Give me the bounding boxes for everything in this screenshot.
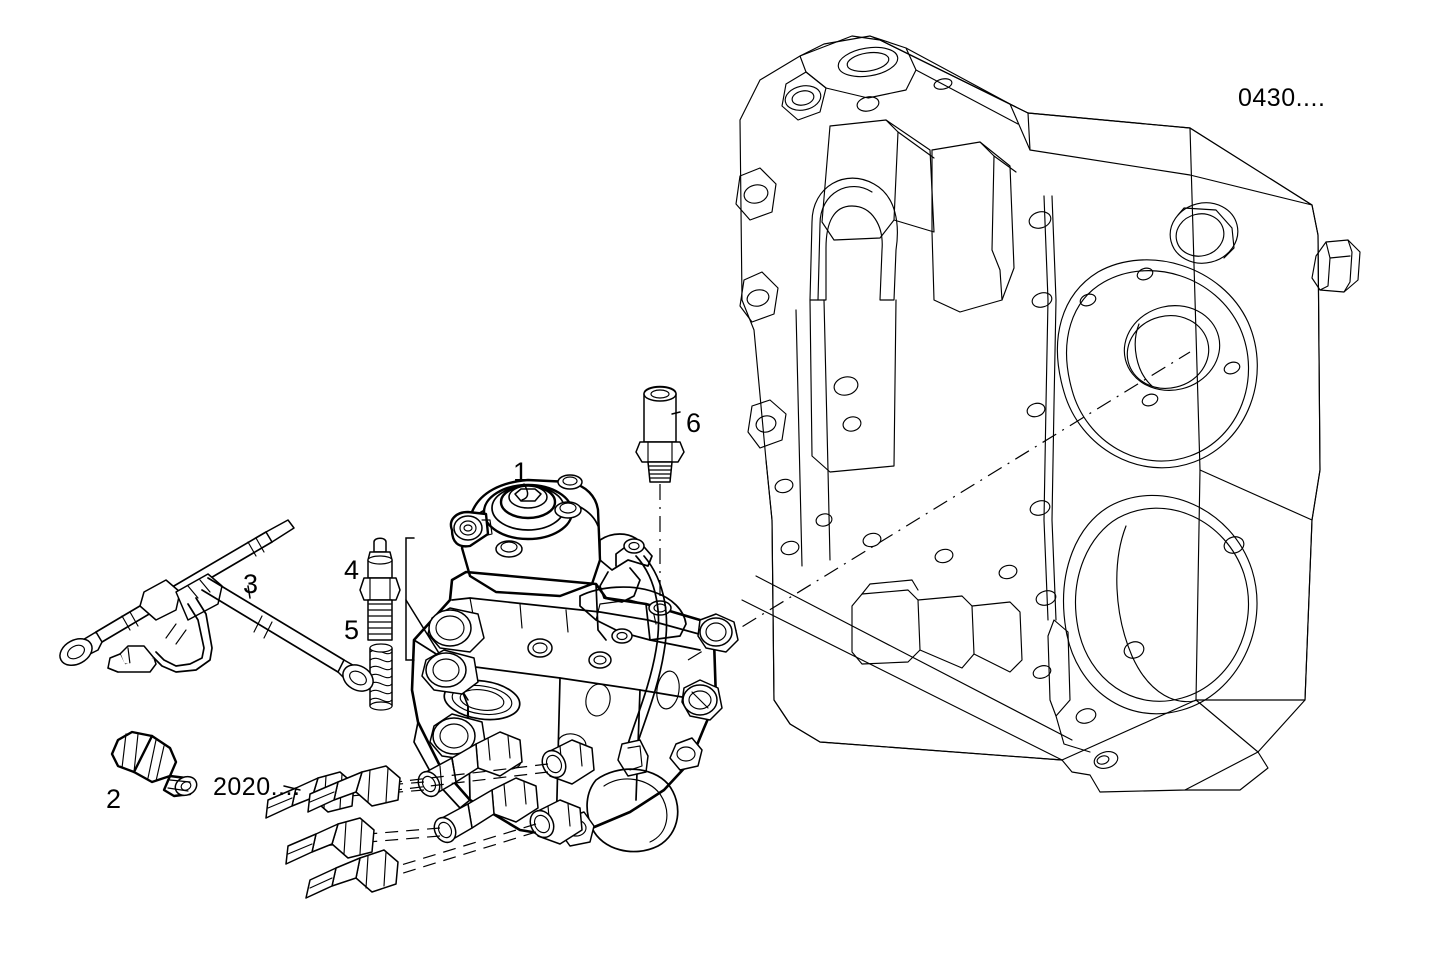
flywheel-housing bbox=[735, 35, 1361, 793]
callout-6: 6 bbox=[686, 408, 702, 438]
leader-3 bbox=[247, 585, 251, 599]
leader-1 bbox=[521, 483, 529, 501]
part-2-temperature-switch bbox=[110, 730, 198, 798]
group-ref-2020: 2020.... bbox=[213, 773, 301, 801]
part-4-delivery-valve bbox=[359, 537, 401, 641]
callout-2: 2 bbox=[106, 784, 122, 814]
part-5-valve-spring bbox=[369, 643, 393, 711]
injector-outlet-2 bbox=[285, 777, 539, 865]
assembly-centerline bbox=[687, 351, 1191, 661]
pump-side-ports bbox=[421, 607, 487, 761]
injector-outlets bbox=[265, 731, 595, 899]
injector-outlet-3 bbox=[307, 739, 595, 813]
injector-outlet-4 bbox=[305, 799, 583, 899]
callout-1: 1 bbox=[513, 457, 529, 487]
leader-4-5 bbox=[405, 537, 415, 661]
group-ref-0430: 0430.... bbox=[1238, 84, 1326, 112]
callout-5: 5 bbox=[344, 615, 360, 645]
callout-4: 4 bbox=[344, 555, 360, 585]
leader-ref2020 bbox=[283, 785, 301, 791]
part-6-shutoff-solenoid bbox=[635, 385, 685, 612]
callout-3: 3 bbox=[243, 569, 259, 599]
part-3-fuel-line-assembly bbox=[59, 519, 374, 692]
leader-6 bbox=[671, 411, 681, 415]
part-1-injection-pump bbox=[410, 474, 739, 853]
